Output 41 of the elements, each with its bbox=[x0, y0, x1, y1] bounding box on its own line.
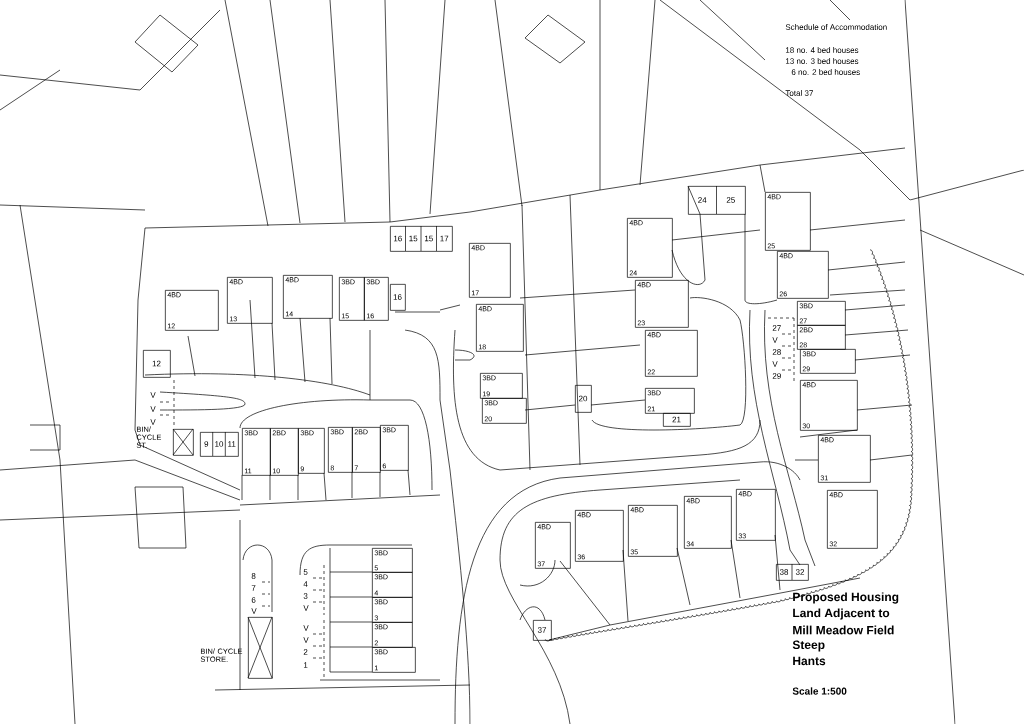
parking-bay-mark: V bbox=[150, 392, 156, 398]
schedule-text: 13 no. 3 bed houses bbox=[785, 58, 859, 64]
parking-bay-mark: 5 bbox=[303, 569, 308, 575]
bin-store-box bbox=[247, 616, 273, 679]
title-text: Steep bbox=[792, 640, 825, 652]
schedule-text: 18 no. 4 bed houses bbox=[785, 47, 859, 53]
schedule-text: Schedule of Accommodation bbox=[785, 24, 887, 30]
garage-block: 16 15 15 17 bbox=[390, 225, 453, 252]
parking-bay-mark: 4 bbox=[303, 581, 308, 587]
parking-bay-mark: 6 bbox=[251, 597, 256, 603]
parking-bay-mark: 2 bbox=[303, 649, 308, 655]
garage-block: 38 32 bbox=[776, 563, 809, 581]
title-text: Proposed Housing bbox=[793, 592, 899, 604]
garage-block: 21 bbox=[663, 413, 691, 427]
garage-block: 20 bbox=[575, 385, 592, 413]
title-text: Hants bbox=[793, 656, 826, 666]
parking-bay-mark: 3 bbox=[303, 593, 308, 599]
parking-bay-mark: 28 bbox=[772, 349, 781, 355]
parking-bay-mark: 1 bbox=[303, 662, 308, 668]
parking-bay-mark: 7 bbox=[251, 585, 256, 591]
title-text: Land Adjacent to bbox=[793, 608, 890, 620]
parking-bay-mark: V bbox=[303, 637, 309, 643]
garage-block: 37 bbox=[533, 620, 552, 641]
title-text: Mill Meadow Field bbox=[793, 625, 894, 635]
garage-block: 12 bbox=[143, 350, 171, 378]
parking-bay-mark: 29 bbox=[772, 373, 781, 379]
garage-block: 24 25 bbox=[688, 185, 746, 215]
parking-bay-mark: V bbox=[150, 419, 156, 425]
parking-bay-mark: V bbox=[772, 337, 778, 343]
parking-bay-mark: V bbox=[303, 625, 309, 631]
schedule-text: 6 no. 2 bed houses bbox=[791, 69, 860, 75]
parking-bay-mark: V bbox=[150, 406, 156, 412]
scale-text: Scale 1:500 bbox=[792, 687, 847, 695]
garage-block: 9 10 11 bbox=[200, 431, 239, 457]
bin-store-box bbox=[172, 428, 194, 456]
parking-bay-mark: 27 bbox=[772, 325, 781, 331]
garage-block: 16 bbox=[390, 284, 406, 311]
schedule-text: Total 37 bbox=[785, 90, 813, 96]
parking-bay-mark: V bbox=[303, 605, 309, 611]
parking-bay-mark: 8 bbox=[251, 573, 256, 579]
parking-bay-mark: V bbox=[772, 361, 778, 367]
